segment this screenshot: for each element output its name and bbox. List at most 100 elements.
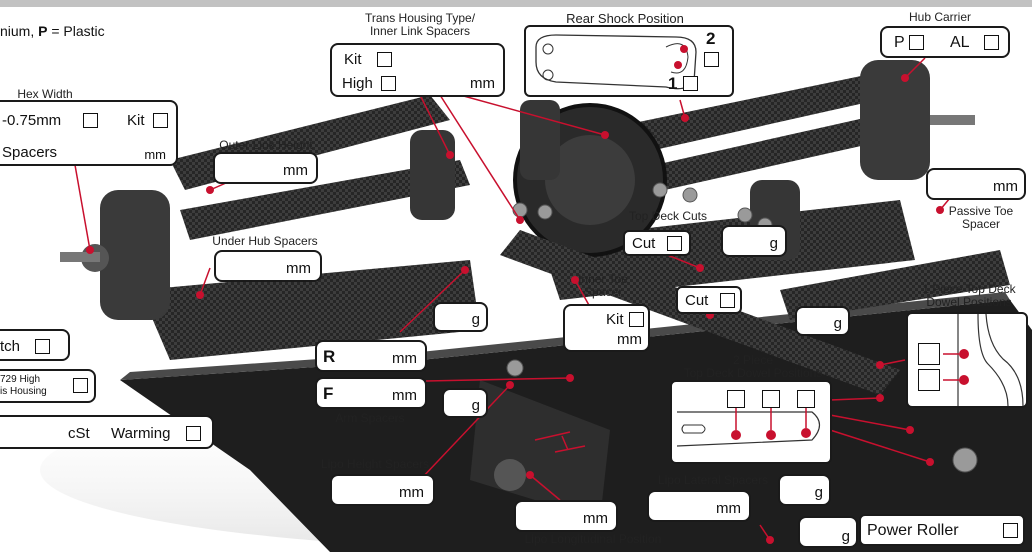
top-deck-cut2-box: Cut xyxy=(676,286,742,314)
power-roller-checkbox[interactable] xyxy=(1003,523,1018,538)
one-piece-title-line1: 1 Piece Top Deck xyxy=(922,282,1016,296)
diff-oil-cst-unit: cSt xyxy=(68,425,90,442)
top-deck-g2-unit: g xyxy=(833,315,842,332)
top-deck-g2-box[interactable]: g xyxy=(795,306,850,336)
lipo-height-title: Lipo Height Spacers xyxy=(320,457,430,471)
trans-mm-unit: mm xyxy=(470,75,495,92)
top-deck-cut2-label: Cut xyxy=(685,292,709,309)
passive-toe-box[interactable]: mm xyxy=(926,168,1026,200)
left-pitch-box: tch xyxy=(0,329,70,361)
material-legend: nium, P = Plastic xyxy=(0,23,105,40)
two-piece-dowel-2-checkbox[interactable] xyxy=(762,390,780,408)
rear-shock-box: 2 1 xyxy=(524,25,734,97)
two-piece-title-line1: 2 Piece xyxy=(732,353,774,367)
left-pitch-label: tch xyxy=(0,338,21,355)
left-pitch-checkbox[interactable] xyxy=(35,339,50,354)
trans-title-line2: Inner Link Spacers xyxy=(369,24,471,38)
hex-width-value: -0.75mm xyxy=(2,112,62,129)
legend-prefix: nium, xyxy=(0,23,39,39)
under-hub-box[interactable]: mm xyxy=(214,250,322,282)
outer-link-box[interactable]: mm xyxy=(213,152,318,184)
hub-carrier-al-label: AL xyxy=(950,34,970,51)
warming-checkbox[interactable] xyxy=(186,426,201,441)
trans-kit-checkbox[interactable] xyxy=(377,52,392,67)
left-high-housing-checkbox[interactable] xyxy=(73,378,88,393)
one-piece-dowel-upper-checkbox[interactable] xyxy=(918,343,940,365)
weight-g-arm-box[interactable]: g xyxy=(442,388,488,418)
top-deck-cut1-checkbox[interactable] xyxy=(667,236,682,251)
lipo-longitudinal-mm-unit: mm xyxy=(583,510,608,527)
arm-spacer-rear-box[interactable]: R mm xyxy=(315,340,427,372)
inner-toe-mm-unit: mm xyxy=(617,331,642,348)
left-high-housing-box: 729 High is Housing xyxy=(0,369,96,403)
top-deck-cut1-label: Cut xyxy=(632,235,656,252)
power-roller-label: Power Roller xyxy=(867,522,959,539)
lipo-lateral-g-box[interactable]: g xyxy=(778,474,831,506)
left-high-housing-line1: 729 High xyxy=(0,374,41,385)
trans-title-line1: Trans Housing Type/ xyxy=(364,11,476,25)
two-piece-dowel-box xyxy=(670,380,832,464)
hex-kit-checkbox[interactable] xyxy=(153,113,168,128)
two-piece-dowel-diagram xyxy=(676,408,821,447)
hub-carrier-p-checkbox[interactable] xyxy=(909,35,924,50)
one-piece-title-line2: Dowel Positions xyxy=(926,295,1012,309)
right-axle xyxy=(930,115,975,125)
one-piece-dowel-diagram xyxy=(943,314,1024,406)
left-high-housing-line2: is Housing xyxy=(0,386,47,397)
top-deck-cuts-title: Top Deck Cuts xyxy=(628,209,708,223)
lipo-lateral-mm-unit: mm xyxy=(716,500,741,517)
lipo-longitudinal-box[interactable]: mm xyxy=(514,500,618,532)
lipo-lateral-g-unit: g xyxy=(814,484,823,501)
top-deck-g1-box[interactable]: g xyxy=(721,225,787,257)
inner-toe-box: Kit mm xyxy=(563,304,650,352)
outer-link-mm-unit: mm xyxy=(283,162,308,179)
two-piece-dowel-1-checkbox[interactable] xyxy=(727,390,745,408)
inner-toe-title-line2: Spacer xyxy=(583,285,623,299)
top-deck-g1-unit: g xyxy=(769,235,778,252)
top-deck-cut1-box: Cut xyxy=(623,230,691,256)
legend-p-letter: P xyxy=(38,23,48,39)
warming-label: Warming xyxy=(111,425,171,442)
arm-spacers-title: Arm Spacers xyxy=(335,411,405,425)
hub-carrier-al-checkbox[interactable] xyxy=(984,35,999,50)
two-piece-dowel-3-checkbox[interactable] xyxy=(797,390,815,408)
lipo-height-box[interactable]: mm xyxy=(330,474,435,506)
trans-high-checkbox[interactable] xyxy=(381,76,396,91)
arm-spacer-front-mm-unit: mm xyxy=(392,387,417,404)
lipo-lateral-title: Lipo Lateral Spacers xyxy=(657,473,769,487)
one-piece-title: 1 Piece Top Deck Dowel Positions xyxy=(906,283,1032,309)
weight-g-left-box[interactable]: g xyxy=(433,302,488,332)
shock-position-1-checkbox[interactable] xyxy=(683,76,698,91)
two-piece-title-line2: Top Deck Dowel Positions xyxy=(683,366,823,380)
inner-toe-kit-checkbox[interactable] xyxy=(629,312,644,327)
shock-position-2-checkbox[interactable] xyxy=(704,52,719,67)
hex-spacers-label: Spacers xyxy=(2,144,58,161)
passive-toe-title-line1: Passive Toe xyxy=(948,204,1014,218)
top-deck-cut2-checkbox[interactable] xyxy=(720,293,735,308)
rear-shock-title: Rear Shock Position xyxy=(566,11,684,26)
one-piece-dowel-lower-checkbox[interactable] xyxy=(918,369,940,391)
outer-link-title: Outer Link Height xyxy=(219,138,313,152)
one-piece-dowel-box xyxy=(906,312,1028,408)
hex-width-title: Hex Width xyxy=(17,87,73,101)
power-roller-g-box[interactable]: g xyxy=(798,516,858,548)
top-divider-bar xyxy=(0,0,1032,7)
hub-carrier-p-label: P xyxy=(894,34,905,51)
two-piece-title: 2 Piece Top Deck Dowel Positions xyxy=(668,354,838,380)
arm-spacer-rear-label: R xyxy=(323,347,336,366)
passive-toe-title-line2: Spacer xyxy=(961,217,1001,231)
shock-post-left xyxy=(410,130,455,220)
under-hub-title: Under Hub Spacers xyxy=(212,234,318,248)
shock-post-mid xyxy=(520,100,560,180)
hex-kit-label: Kit xyxy=(127,112,145,129)
legend-p-text: = Plastic xyxy=(47,23,105,39)
under-hub-mm-unit: mm xyxy=(286,260,311,277)
diff-oil-box: cSt Warming xyxy=(0,415,214,449)
hex-width-checkbox[interactable] xyxy=(83,113,98,128)
left-high-housing-text: 729 High is Housing xyxy=(0,374,47,398)
arm-spacer-front-box[interactable]: F mm xyxy=(315,377,427,409)
trans-housing-box: Kit High mm xyxy=(330,43,505,97)
lipo-lateral-mm-box[interactable]: mm xyxy=(647,490,751,522)
